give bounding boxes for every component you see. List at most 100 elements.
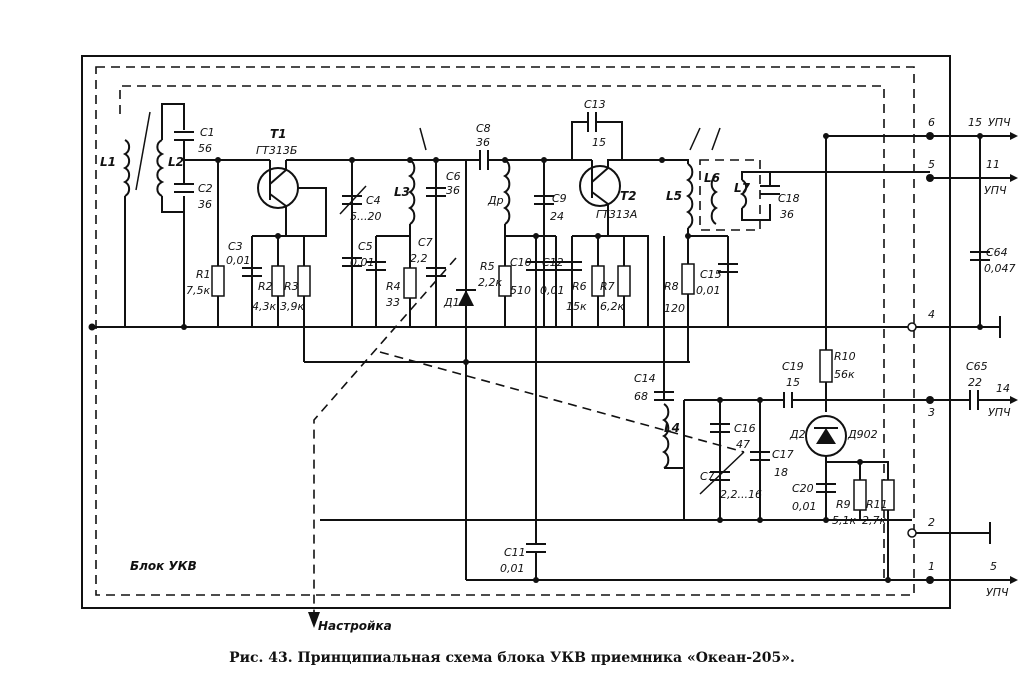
label-R7-val: 6,2к (600, 300, 624, 313)
label-C6: C6 (446, 170, 461, 183)
label-R4: R4 (386, 280, 401, 293)
label-R9-val: 5,1к (832, 514, 856, 527)
label-L1: L1 (100, 155, 116, 169)
label-C2-val: 36 (198, 198, 212, 211)
block-label: Блок УКВ (130, 559, 197, 573)
label-L7: L7 (734, 181, 751, 195)
resistor-R1 (211, 265, 225, 297)
resistor-R9 (853, 479, 867, 511)
label-R3: R3 (284, 280, 299, 293)
label-C64-val: 0,047 (984, 262, 1016, 275)
resistor-R7 (617, 265, 631, 297)
label-C5-val: 0,01 (350, 256, 375, 269)
resistor-R2 (271, 265, 285, 297)
label-R8: R8 (664, 280, 679, 293)
label-R4-val: 33 (386, 296, 400, 309)
label-C11: C11 (504, 546, 526, 559)
transistor-T1 (257, 167, 299, 209)
label-C6-val: 36 (446, 184, 460, 197)
coil-L5 (686, 163, 694, 229)
label-C1-val: 56 (198, 142, 212, 155)
label-C14: C14 (634, 372, 656, 385)
label-R6: R6 (572, 280, 587, 293)
pin-3-dest: УПЧ (988, 406, 1011, 419)
label-C1: C1 (200, 126, 215, 139)
pin-6-number: 6 (928, 116, 935, 129)
label-C64: C64 (986, 246, 1008, 259)
label-C12: C12 (542, 256, 564, 269)
label-D2: Д2 (789, 428, 806, 441)
label-T2-type: ГТ313А (596, 208, 637, 221)
terminal-pins (907, 132, 934, 584)
label-C17-val: 18 (774, 466, 788, 479)
label-R1: R1 (196, 268, 211, 281)
label-R6-val: 15к (566, 300, 587, 313)
choke-Dr (503, 159, 511, 225)
label-R8-val: 120 (664, 302, 685, 315)
label-C10: C10 (510, 256, 532, 269)
pin-2-number: 2 (928, 516, 935, 529)
label-Dr: Др (487, 194, 504, 207)
label-T1: T1 (270, 127, 287, 141)
pin-5-ext: 11 (986, 158, 1000, 171)
label-R2-val: 4,3к (252, 300, 276, 313)
tuning-label: Настройка (318, 619, 392, 633)
label-L4: L4 (664, 421, 680, 435)
label-R10: R10 (834, 350, 856, 363)
label-T1-type: ГТ313Б (256, 144, 297, 157)
label-C12-val: 0,01 (540, 284, 565, 297)
block-shield-dashed (95, 66, 915, 596)
label-C8: C8 (476, 122, 491, 135)
resistor-R11 (881, 479, 895, 511)
label-C18-val: 36 (780, 208, 794, 221)
pin-labels: 6 15 УПЧ 5 11 УПЧ 4 3 14 УПЧ 2 1 5 УПЧ (928, 116, 1011, 599)
zener-D2-triangle (816, 428, 836, 444)
label-C19-val: 15 (786, 376, 800, 389)
label-C10-val: 510 (510, 284, 531, 297)
label-C9-val: 24 (550, 210, 564, 223)
inner-shield-dashed (119, 85, 885, 578)
coil-L7 (739, 179, 748, 209)
label-C14-val: 68 (634, 390, 648, 403)
pin-1-number: 1 (928, 560, 935, 573)
label-C3: C3 (228, 240, 243, 253)
label-C13-val: 15 (592, 136, 606, 149)
pin-1-ext: 5 (990, 560, 997, 573)
coil-L2 (156, 139, 165, 197)
label-C16-val: 47 (736, 438, 750, 451)
label-C7b-val: 2,2...16 (720, 488, 762, 501)
label-C65-val: 22 (968, 376, 982, 389)
label-C15-val: 0,01 (696, 284, 721, 297)
label-R11: R11 (866, 498, 888, 511)
junction-dots (181, 133, 983, 583)
label-C8-val: 36 (476, 136, 490, 149)
pin-4-number: 4 (928, 308, 935, 321)
label-R2: R2 (258, 280, 273, 293)
label-T2: T2 (620, 189, 637, 203)
pin-6-ext: 15 (968, 116, 982, 129)
label-C20: C20 (792, 482, 814, 495)
coil-L1 (122, 139, 131, 197)
figure-caption: Рис. 43. Принципиальная схема блока УКВ … (229, 650, 795, 666)
label-C65: C65 (966, 360, 988, 373)
label-C4: C4 (366, 194, 381, 207)
label-R11-val: 2,7к (862, 514, 886, 527)
label-C11-val: 0,01 (500, 562, 525, 575)
pin-6-dest: УПЧ (988, 116, 1011, 129)
block-outer-frame (81, 55, 951, 609)
label-R9: R9 (836, 498, 851, 511)
label-C2: C2 (198, 182, 213, 195)
label-C7-val: 2,2 (410, 252, 428, 265)
label-C20-val: 0,01 (792, 500, 817, 513)
label-L6: L6 (704, 171, 720, 185)
resistor-R10 (819, 349, 833, 383)
label-C17: C17 (772, 448, 794, 461)
label-D1: Д1 (443, 296, 460, 309)
label-R5-val: 2,2к (478, 276, 502, 289)
label-C19: C19 (782, 360, 804, 373)
pin-3-number: 3 (928, 406, 935, 419)
label-C7b: C7 (700, 470, 715, 483)
label-C5: C5 (358, 240, 373, 253)
label-C15: C15 (700, 268, 722, 281)
